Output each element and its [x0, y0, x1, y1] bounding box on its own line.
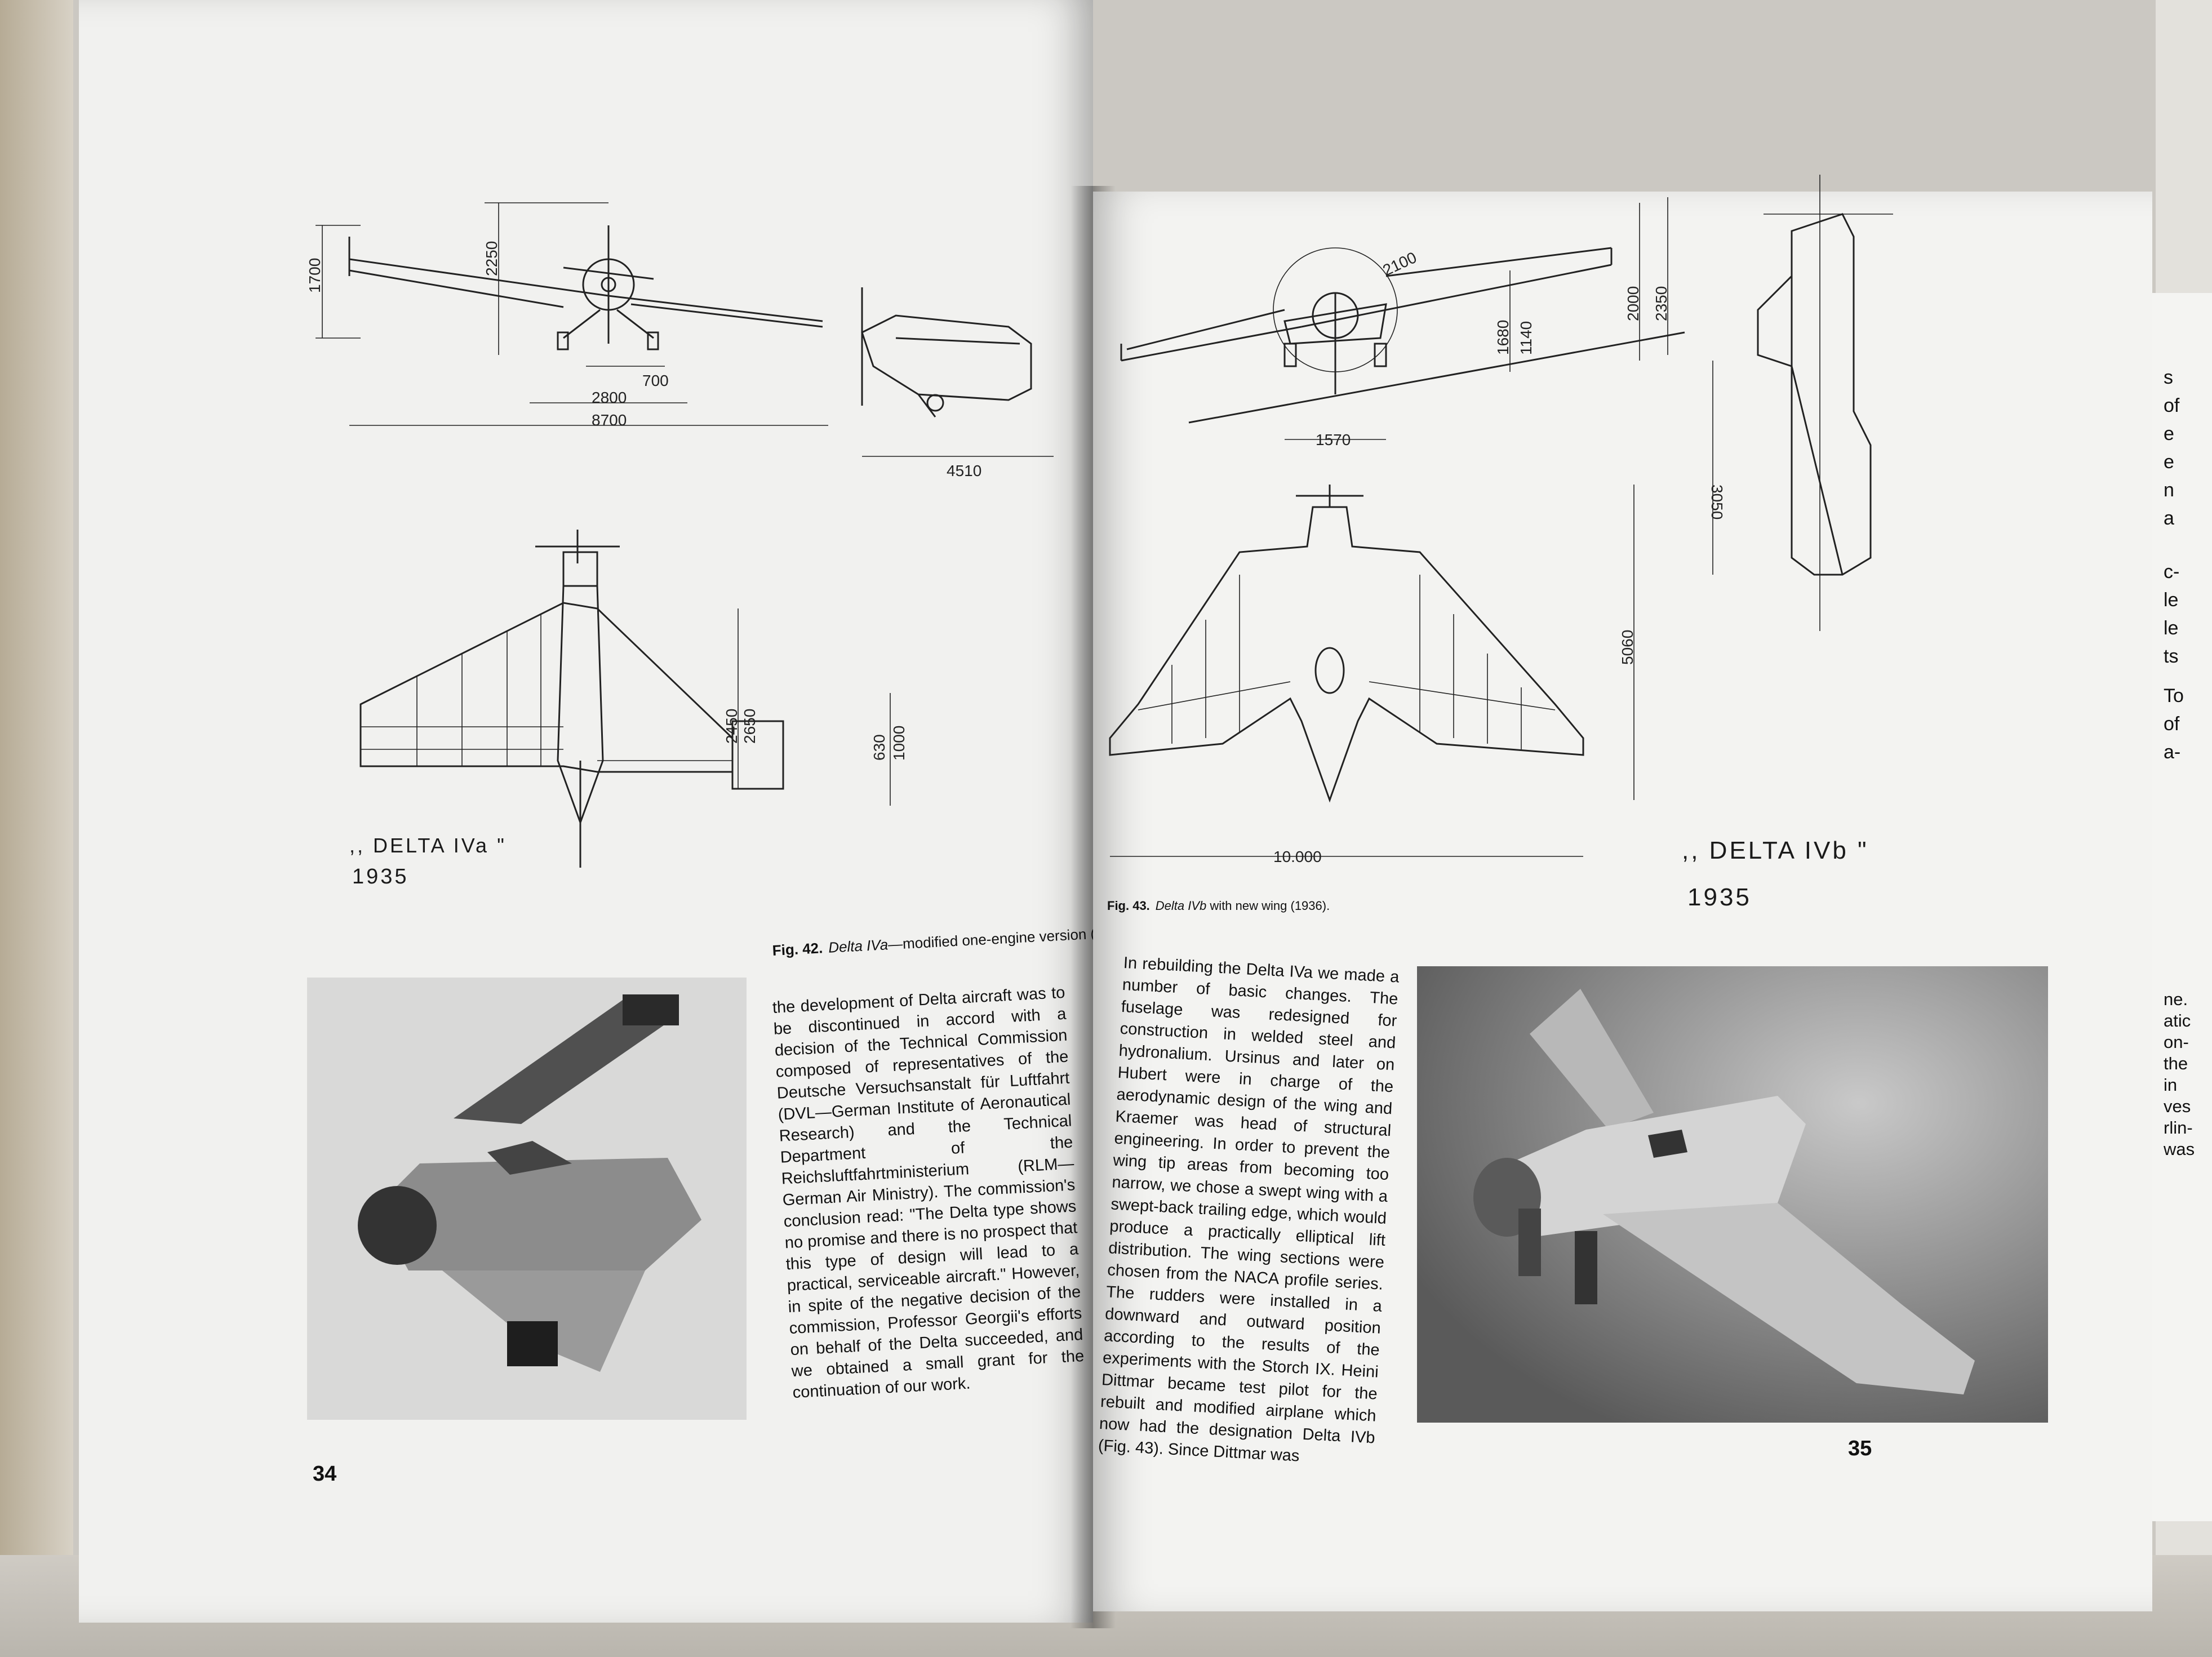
fragment-line: rlin- — [2164, 1118, 2193, 1138]
table-surface-left — [0, 0, 73, 1657]
right-body-paragraph: In rebuilding the Delta IVa we made a nu… — [1098, 953, 1400, 1465]
fragment-line: a- — [2164, 741, 2181, 763]
dim-3050: 3050 — [1708, 485, 1726, 519]
next-page-fragment-lower: ne. atic on- the in ves rlin- was — [2164, 989, 2195, 1160]
delta-iva-photo-image — [307, 978, 747, 1420]
fragment-line: le — [2164, 618, 2179, 639]
dim-2250: 2250 — [483, 241, 500, 276]
delta-iva-drawing-title: ,, DELTA IVa " — [349, 834, 507, 857]
dim-2000: 2000 — [1624, 286, 1642, 321]
fragment-line: n — [2164, 479, 2174, 501]
dim-1140: 1140 — [1517, 321, 1535, 355]
fragment-line: a — [2164, 508, 2174, 529]
left-body-paragraph: the development of Delta aircraft was to… — [772, 983, 1085, 1402]
dim-2350: 2350 — [1653, 286, 1670, 321]
delta-iva-drawing-year: 1935 — [352, 865, 409, 889]
delta-iva-front-view-drawing: 1700 2250 700 2800 8700 — [306, 202, 828, 429]
dim-2450: 2450 — [723, 709, 740, 744]
delta-ivb-front-view-drawing: 2100 1680 1140 2000 2350 1570 — [1120, 197, 1685, 448]
fig-42-number: Fig. 42. — [772, 939, 824, 959]
fragment-line: ves — [2164, 1096, 2191, 1116]
fragment-line: e — [2164, 451, 2174, 473]
fragment-line: the — [2164, 1054, 2188, 1073]
left-body-text: the development of Delta aircraft was to… — [772, 982, 1086, 1403]
fragment-line: was — [2164, 1139, 2195, 1159]
dim-1700: 1700 — [306, 258, 323, 293]
delta-ivb-drawing-year: 1935 — [1687, 883, 1752, 911]
dim-8700: 8700 — [592, 411, 627, 429]
delta-ivb-photo — [1417, 966, 2048, 1423]
delta-iva-top-view-drawing: 2450 2650 630 1000 — [359, 530, 908, 868]
fragment-line: of — [2164, 395, 2180, 416]
dim-1680: 1680 — [1494, 320, 1512, 355]
fragment-line: in — [2164, 1075, 2178, 1095]
fragment-line: ts — [2164, 646, 2179, 667]
fig-43-name: Delta IVb — [1155, 899, 1207, 913]
fig-42-name: Delta IVa — [828, 936, 889, 956]
dim-1570: 1570 — [1316, 431, 1351, 448]
fragment-line: on- — [2164, 1032, 2189, 1052]
fig-43-text: with new wing (1936). — [1210, 899, 1330, 913]
fig-43-number: Fig. 43. — [1107, 899, 1150, 913]
fragment-line: ne. — [2164, 989, 2188, 1009]
dim-700: 700 — [642, 372, 669, 389]
dim-5060: 5060 — [1619, 630, 1636, 665]
right-body-text: In rebuilding the Delta IVa we made a nu… — [1098, 952, 1400, 1471]
dim-10000: 10.000 — [1273, 848, 1322, 865]
fragment-line: s — [2164, 367, 2173, 388]
left-page-number: 34 — [313, 1462, 337, 1486]
dim-1000: 1000 — [890, 726, 908, 761]
fragment-line: To — [2164, 685, 2184, 707]
delta-iva-photo — [307, 978, 747, 1420]
fragment-line: e — [2164, 423, 2174, 445]
fragment-line: atic — [2164, 1011, 2191, 1030]
delta-ivb-photo-image — [1417, 966, 2048, 1423]
dim-630: 630 — [870, 734, 888, 761]
fragment-line: of — [2164, 713, 2180, 735]
delta-ivb-top-view-drawing: 5060 10.000 — [1109, 485, 1636, 865]
fragment-line: le — [2164, 589, 2179, 611]
fig-43-caption: Fig. 43. Delta IVb with new wing (1936). — [1107, 899, 1330, 913]
dim-2650: 2650 — [741, 709, 758, 744]
dim-2800: 2800 — [592, 389, 627, 406]
fragment-line: c- — [2164, 561, 2180, 583]
right-page-number: 35 — [1848, 1437, 1872, 1460]
delta-ivb-drawing-title: ,, DELTA IVb " — [1682, 837, 1869, 864]
delta-iva-side-view-drawing: 4510 — [861, 287, 1054, 479]
next-page-edge — [2152, 293, 2212, 1521]
delta-ivb-side-view-drawing: 3050 — [1708, 175, 1893, 631]
dim-4510: 4510 — [947, 462, 981, 479]
next-page-fragment-upper: s of e e n a c- le le ts To of a- — [2164, 363, 2184, 766]
